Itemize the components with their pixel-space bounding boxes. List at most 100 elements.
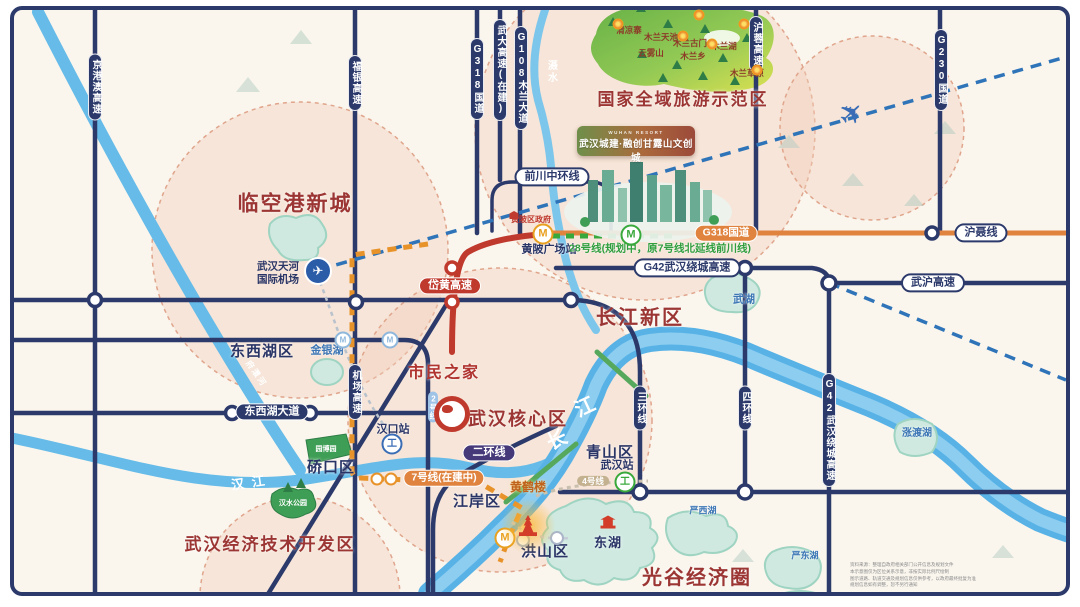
metro-icon-line28: M — [620, 224, 642, 246]
badge-g318-vertical: G318国道 — [470, 38, 484, 120]
region-wuhan-core: 武汉核心区 — [468, 409, 568, 430]
poi-yellow-crane-tower: 黄鹤楼 — [509, 479, 547, 494]
region-tourism-demo-zone: 国家全域旅游示范区 — [597, 89, 769, 109]
disclaimer-line: 规划信息如有调整，恕不另行通知 — [850, 582, 918, 588]
airport-icon: ✈ — [304, 257, 332, 285]
disclaimer-line: 本示意图仅为区位关系示意，非按实际比例尺绘制 — [850, 568, 949, 574]
badge-wuda-expwy: 武大高速(在建) — [493, 19, 507, 121]
scenic-sun-icon-1 — [612, 18, 624, 30]
red-road-nodes — [444, 260, 460, 310]
mulan-tourist-zone — [591, 8, 774, 92]
pill-ring2: 二环线 — [462, 444, 516, 462]
disclaimer-line: 资料来源：整理自政府相关部门公开信息及规划文件 — [850, 562, 954, 567]
badge-g108-mulan-ave: G108木兰大道 — [514, 26, 528, 130]
disclaimer: 资料来源：整理自政府相关部门公开信息及规划文件 本示意图仅为区位关系示意，非按实… — [850, 562, 1050, 589]
label-garden-expo-park: 园博园 — [315, 445, 337, 453]
railway-icon-wuhan: 工 — [614, 471, 636, 493]
label-yanxi-lake: 严西湖 — [689, 505, 717, 516]
metro-line7-dashed — [349, 241, 526, 563]
badge-airport-expwy: 机场高速 — [348, 364, 362, 420]
label-huangpi-square-station: 黄陂广场站 — [521, 243, 577, 256]
pill-daihuang-expwy: 岱黄高速 — [419, 277, 481, 295]
badge-g42-ring-vertical: G42武汉绕城高速 — [822, 373, 836, 487]
disclaimer-line: 图示道路、轨道交通及规划信息仅供参考，以政府最终批复为准 — [850, 575, 976, 581]
district-qingshan: 青山区 — [585, 444, 635, 461]
label-zhangdu-lake: 涨渡湖 — [902, 428, 932, 439]
label-tianhe-airport: 武汉天河 国际机场 — [257, 260, 299, 285]
scenic-sun-icon-4 — [677, 30, 689, 42]
label-yandong-lake: 严东湖 — [791, 550, 819, 561]
region-changjiang-new-area: 长江新区 — [596, 307, 684, 329]
pill-dongxihu-ave: 东西湖大道 — [235, 403, 309, 421]
region-wedz: 武汉经济技术开发区 — [184, 534, 356, 554]
label-yunwushan: 云雾山 — [638, 47, 664, 58]
region-optics-valley: 光谷经济圈 — [642, 567, 752, 589]
label-yangtze-char2: 江 — [571, 392, 601, 422]
pill-g42-ring: G42武汉绕城高速 — [633, 258, 741, 278]
badge-line2: 2号线 — [428, 391, 438, 423]
label-east-lake: 东湖 — [593, 535, 623, 551]
label-line28-note: 28号线(规划中，原7号线北延线前川线) — [568, 242, 752, 255]
scenic-sun-icon-5 — [706, 38, 718, 50]
label-han-river: 汉 江 — [230, 472, 268, 493]
badge-fuyin-expwy: 福银高速 — [348, 55, 362, 111]
badge-g230: G230国道 — [934, 29, 948, 111]
east-lake-pavilion-icon — [601, 516, 616, 529]
airplane-icon: ✈ — [831, 93, 873, 135]
label-mulan-grassland: 木兰草原 — [729, 67, 765, 78]
line7-station-icon-1 — [370, 472, 384, 486]
district-dongxihu: 东西湖区 — [229, 343, 295, 360]
label-mulan-gumen: 木兰古门 — [672, 37, 708, 48]
label-wuhan-station: 武汉站 — [600, 459, 634, 472]
label-mulan-lake: 木兰湖 — [711, 40, 737, 51]
city-illustration — [564, 162, 732, 242]
project-title: 武汉城建·融创甘露山文创城 — [579, 139, 693, 164]
label-she-river: 滠 水 — [548, 61, 560, 84]
label-huangpi-gov: 黄陂区政府 — [511, 215, 551, 225]
badge-jinggangao-expwy: 京港澳高速 — [88, 53, 102, 121]
yellow-crane-tower-icon — [501, 499, 555, 553]
district-jiangan: 江岸区 — [452, 493, 502, 510]
scenic-sun-icon-2 — [693, 9, 705, 21]
district-qiaokou: 硚口区 — [306, 459, 356, 476]
project-badge: WUHAN RESORT 武汉城建·融创甘露山文创城 — [577, 126, 695, 164]
map-frame — [10, 6, 1070, 596]
pill-line4: 4号线 — [577, 475, 609, 487]
road-nodes — [86, 225, 940, 501]
pill-hunie-line: 沪聂线 — [954, 223, 1008, 243]
project-subtitle: WUHAN RESORT — [608, 130, 664, 135]
label-mulan-tianchi: 木兰天池 — [643, 31, 679, 42]
label-hanshui-park: 汉水公园 — [279, 499, 307, 507]
pill-qianchuan-ring: 前川中环线 — [514, 167, 590, 187]
label-mulanxiang: 木兰乡 — [680, 50, 706, 61]
label-wu-lake: 武湖 — [733, 293, 755, 306]
park-trees — [283, 478, 306, 492]
yangtze-river-highlight — [424, 332, 1068, 594]
pill-g318: G318国道 — [694, 224, 758, 242]
label-qingliangzhai: 清凉寨 — [616, 24, 642, 35]
metro-icon-station: M — [381, 331, 399, 349]
metro-icon-jinyinhu: M — [334, 331, 352, 349]
pill-wuhu-expwy: 武沪高速 — [901, 273, 965, 293]
rail-southeast-dashed — [828, 281, 1067, 382]
metro-line2-dashed — [318, 281, 392, 435]
label-hankou-station: 汉口站 — [376, 423, 410, 436]
lakes — [268, 214, 938, 594]
scenic-sun-icon-6 — [751, 64, 763, 76]
line7-station-icon-2 — [384, 472, 398, 486]
badge-ring4: 四环线 — [738, 385, 752, 431]
scenic-sun-icon-3 — [738, 18, 750, 30]
mountain-decorations — [236, 30, 1014, 562]
pill-line7: 7号线(在建中) — [403, 469, 485, 487]
metro-icon-huangpi-square: M — [532, 223, 554, 245]
badge-ring3: 三环线 — [633, 385, 647, 431]
citizens-home-icon — [434, 396, 470, 432]
parks — [270, 433, 353, 519]
label-fuhuan-river: 府澴河 — [243, 358, 269, 389]
region-linkonggang: 临空港新城 — [237, 192, 353, 216]
railway-icon-hankou: 工 — [381, 433, 403, 455]
government-icon — [509, 211, 519, 219]
